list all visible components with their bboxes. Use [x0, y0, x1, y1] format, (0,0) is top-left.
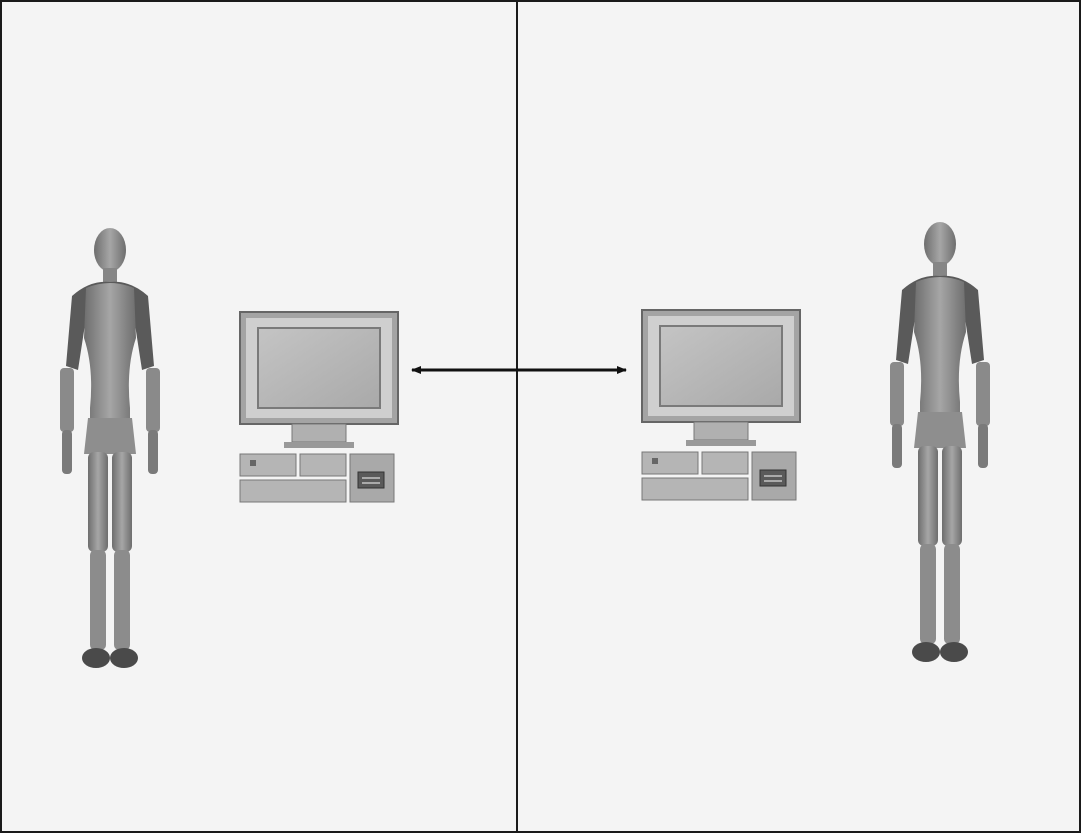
right-computer-icon	[642, 310, 800, 500]
left-computer-icon	[240, 312, 398, 502]
